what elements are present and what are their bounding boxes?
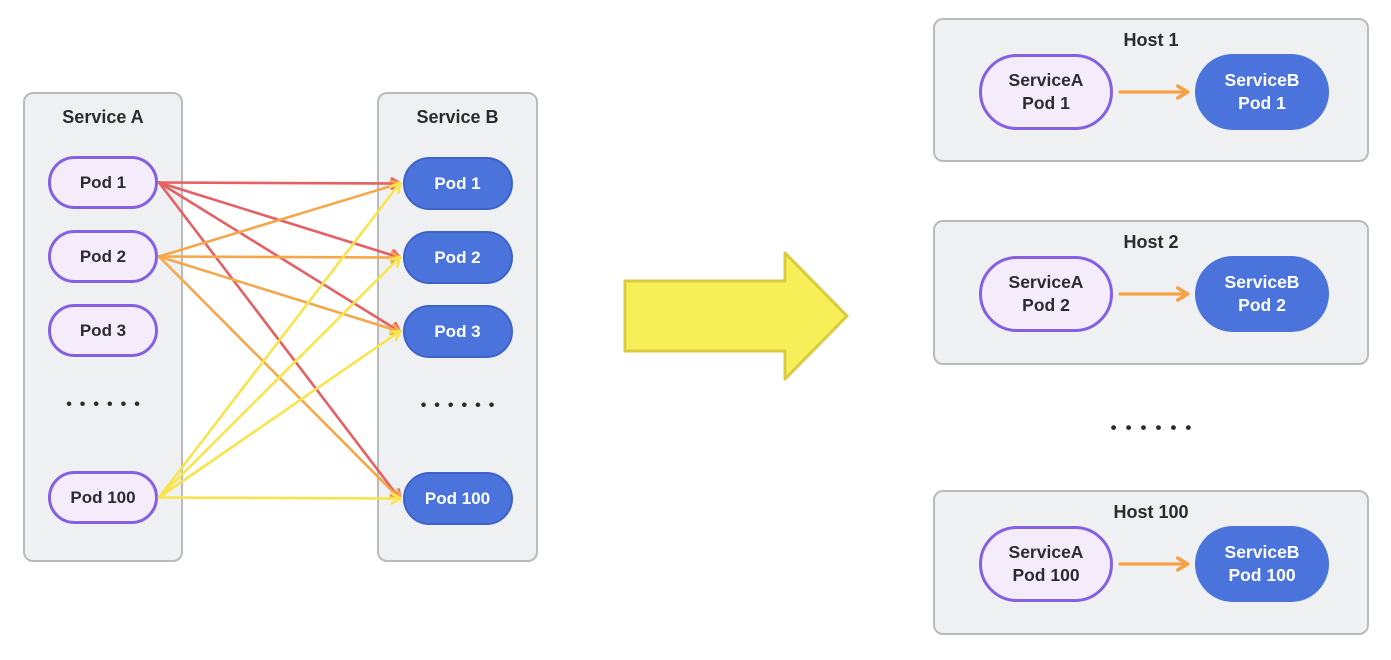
host-1-service-b-pod: ServiceB Pod 1: [1195, 54, 1329, 130]
host-100-box: Host 100 ServiceA Pod 100 ServiceB Pod 1…: [933, 490, 1369, 635]
connection-arrow: [157, 329, 402, 499]
connection-arrow: [157, 492, 402, 505]
pod-label-line: Pod 1: [1238, 93, 1286, 113]
host-100-service-b-pod: ServiceB Pod 100: [1195, 526, 1329, 602]
connection-arrow: [157, 181, 402, 262]
host-1-title: Host 1: [1123, 30, 1179, 50]
service-b-pod-1: Pod 1: [402, 157, 513, 210]
connection-arrow: [157, 181, 402, 501]
pod-label-line: Pod 100: [1012, 565, 1080, 585]
service-a-pod-100: Pod 100: [48, 471, 158, 524]
service-b-title: Service B: [416, 107, 499, 127]
connection-arrow: [157, 255, 402, 501]
host-100-title: Host 100: [1113, 502, 1189, 522]
service-a-pod-1: Pod 1: [48, 156, 158, 209]
service-a-panel: Service A Pod 1 Pod 2 Pod 3 •••••• Pod 1…: [23, 92, 183, 562]
pod-label-line: ServiceB: [1224, 272, 1300, 293]
service-b-pod-3: Pod 3: [402, 305, 513, 358]
connection-arrow: [157, 255, 402, 336]
service-b-ellipsis-dots: ••••••: [420, 397, 503, 414]
service-a-pod-2: Pod 2: [48, 230, 158, 283]
connection-arrow: [157, 255, 402, 499]
host-1-box: Host 1 ServiceA Pod 1 ServiceB Pod 1: [933, 18, 1369, 162]
transform-arrow: [623, 251, 849, 381]
pod-label-line: ServiceB: [1224, 542, 1300, 563]
pod-label-line: Pod 100: [1228, 565, 1296, 585]
host-2-service-b-pod: ServiceB Pod 2: [1195, 256, 1329, 332]
pod-label-line: ServiceB: [1224, 70, 1300, 91]
pod-label-line: Pod 1: [1022, 93, 1070, 113]
connection-arrow: [157, 181, 402, 334]
pod-label-line: Pod 2: [1022, 295, 1070, 315]
service-b-panel: Service B Pod 1 Pod 2 Pod 3 •••••• Pod 1…: [377, 92, 538, 562]
pod-label-line: ServiceA: [1008, 542, 1084, 563]
service-a-title: Service A: [62, 107, 144, 127]
service-a-ellipsis-dots: ••••••: [66, 396, 148, 413]
host-2-title: Host 2: [1123, 232, 1179, 252]
connection-arrow: [157, 179, 402, 258]
host-2-service-a-pod: ServiceA Pod 2: [979, 256, 1113, 332]
pod-label-line: ServiceA: [1008, 70, 1084, 91]
host-2-box: Host 2 ServiceA Pod 2 ServiceB Pod 2: [933, 220, 1369, 365]
connection-arrow: [157, 251, 402, 264]
service-b-pod-2: Pod 2: [402, 231, 513, 284]
host-1-service-a-pod: ServiceA Pod 1: [979, 54, 1113, 130]
host-100-service-a-pod: ServiceA Pod 100: [979, 526, 1113, 602]
connection-arrow: [157, 177, 402, 190]
pod-label-line: ServiceA: [1008, 272, 1084, 293]
service-b-pod-100: Pod 100: [402, 472, 513, 525]
connection-arrow: [157, 181, 402, 499]
pod-label-line: Pod 2: [1238, 295, 1286, 315]
service-a-pod-3: Pod 3: [48, 304, 158, 357]
hosts-ellipsis-dots: ••••••: [1110, 418, 1201, 437]
